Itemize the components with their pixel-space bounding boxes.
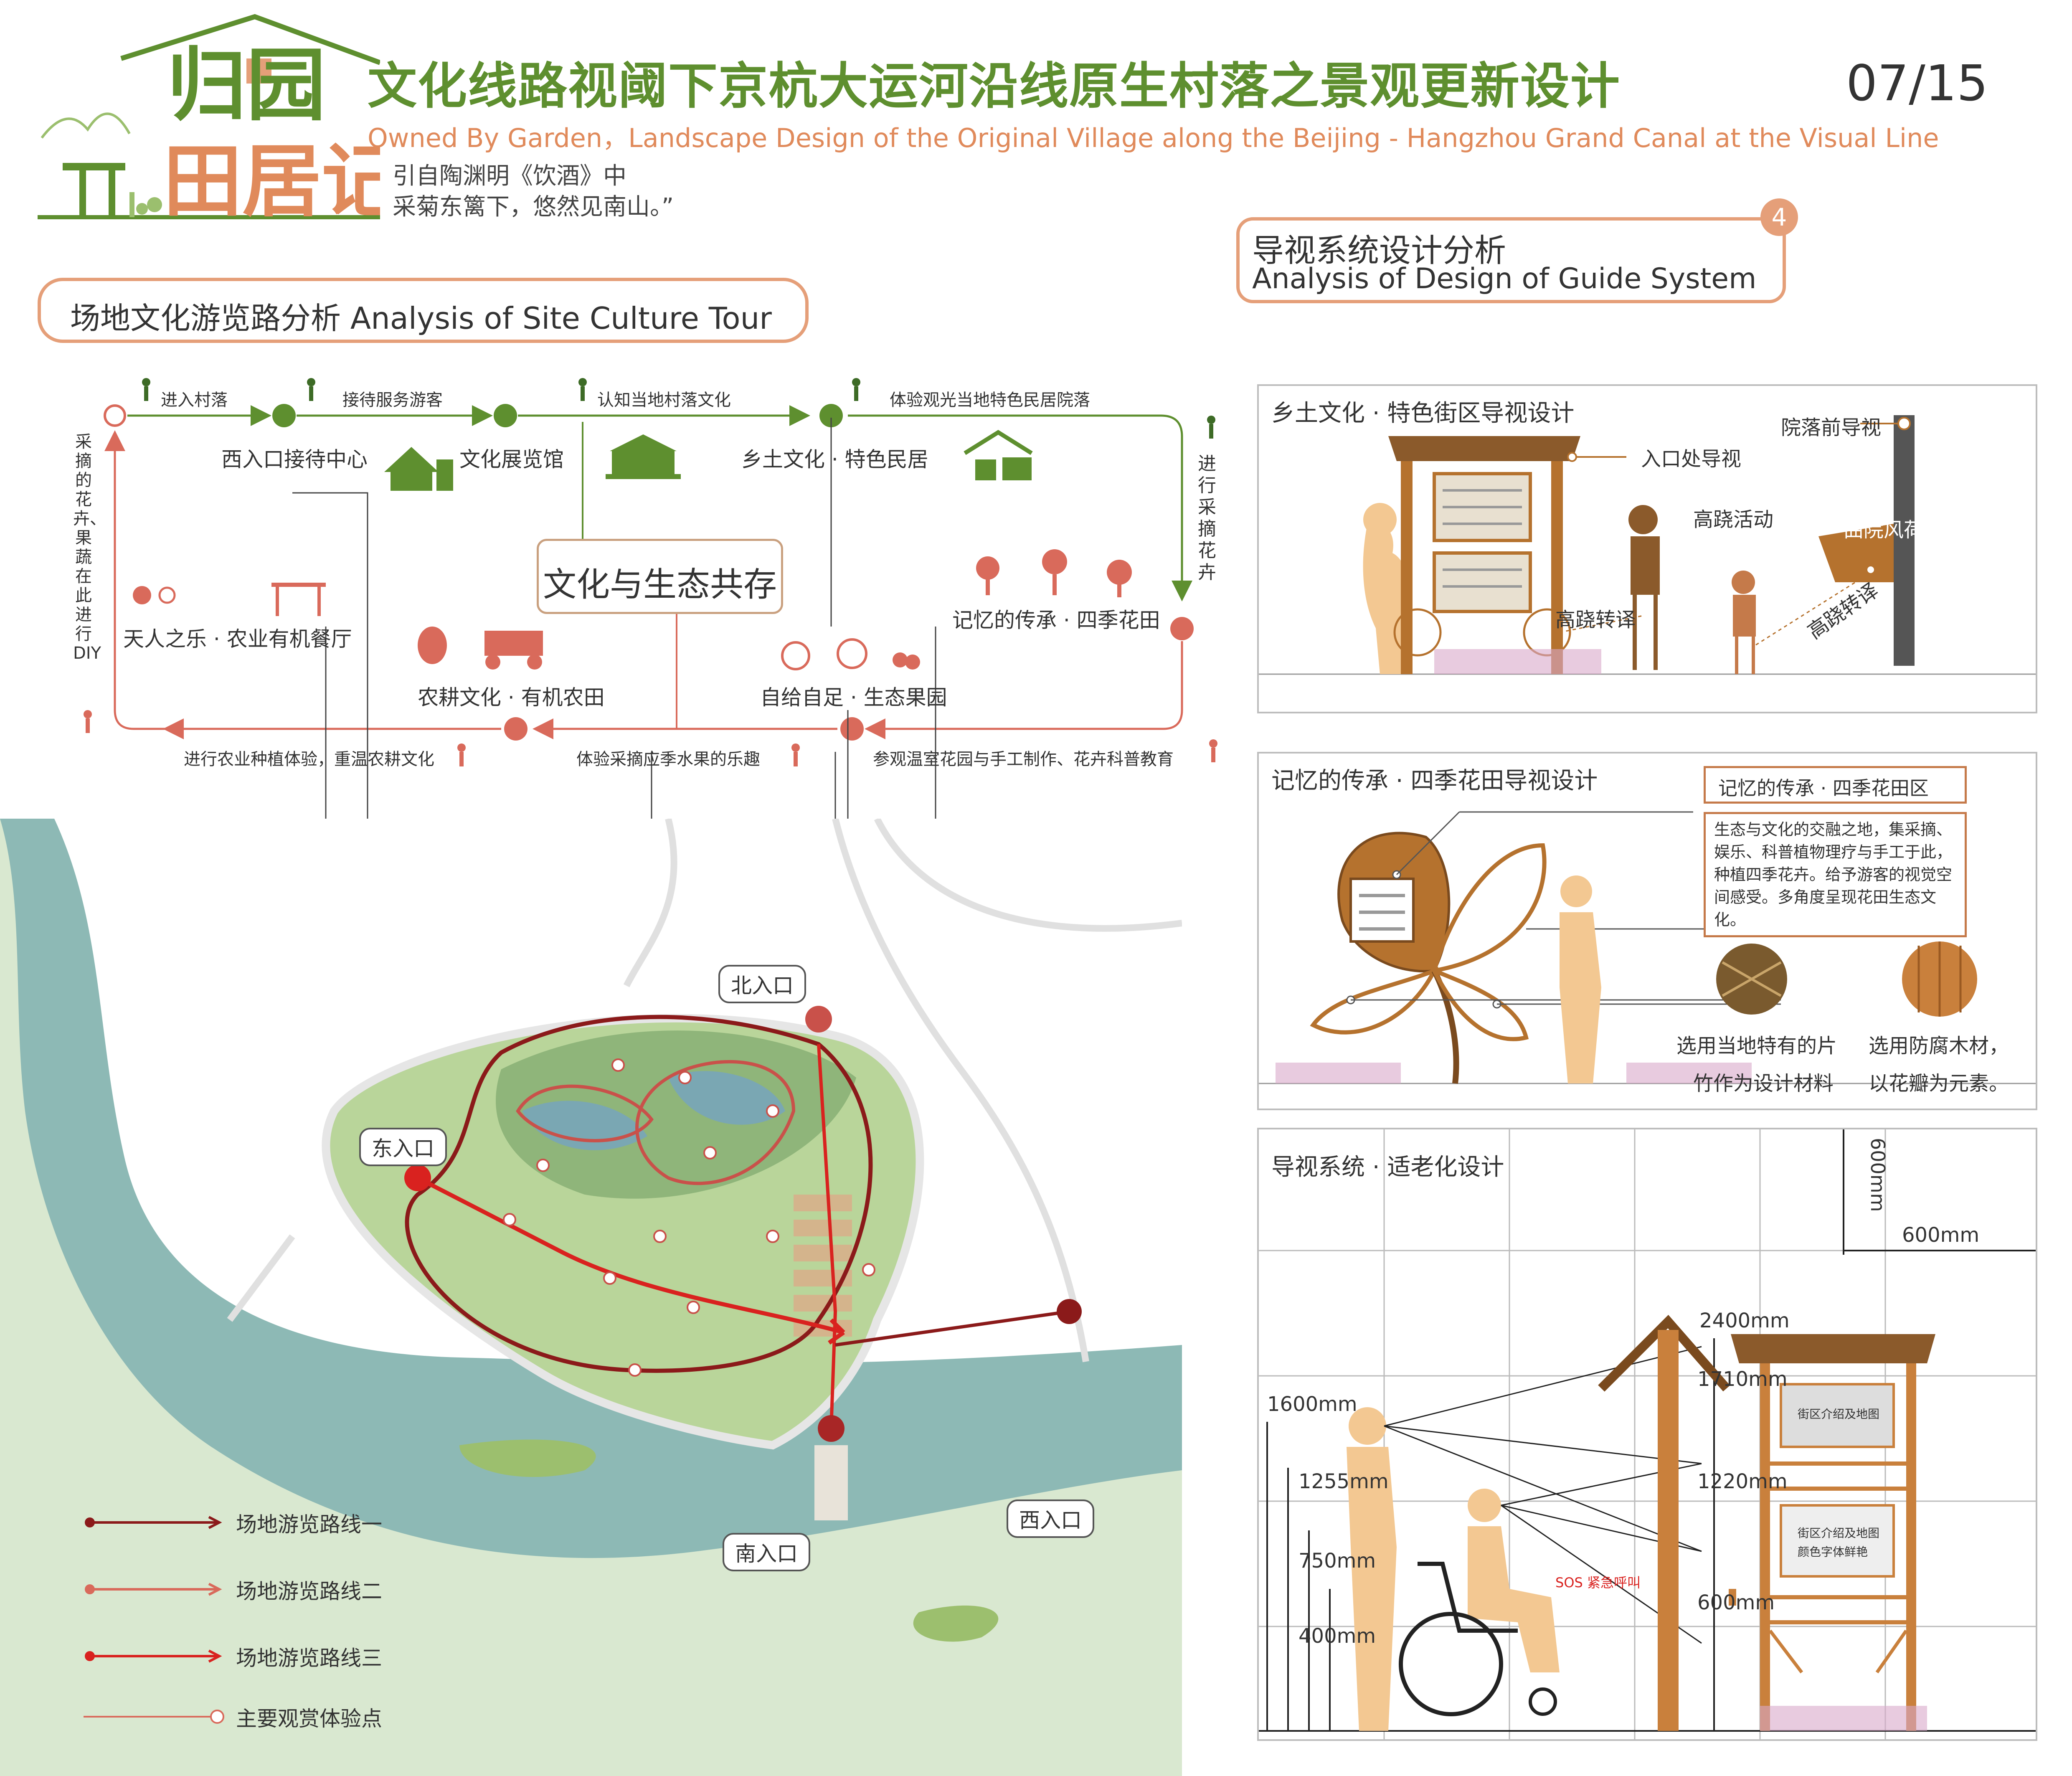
quote: 引自陶渊明《饮酒》中 采菊东篱下，悠然见南山。” [393, 161, 674, 223]
dim-400: 400mm [1298, 1624, 1376, 1648]
dim-600: 600mm [1697, 1591, 1775, 1614]
legend-route1: 场地游览路线一 [236, 1512, 382, 1537]
logo: 归园 田居记 [38, 14, 380, 226]
panel1-illustration [1259, 415, 2036, 675]
panel1-title: 乡土文化 · 特色街区导视设计 [1271, 400, 1575, 427]
map-east-entrance [404, 1165, 431, 1191]
label-local-residence: 乡土文化 · 特色民居 [741, 447, 928, 472]
section-tour-title-box: 场地文化游览路分析 Analysis of Site Culture Tour [38, 278, 809, 343]
info-title: 记忆的传承 · 四季花田区 [1718, 777, 1929, 799]
material1-line1: 选用当地特有的片 [1676, 1034, 1837, 1058]
step-farming: 进行农业种植体验，重温农耕文化 [184, 750, 434, 769]
label-north-entrance: 北入口 [718, 965, 806, 1003]
label-quyuan: 曲院风荷 [1844, 518, 1924, 542]
panel-elderly-guide: 导视系统 · 适老化设计 [1257, 1128, 2037, 1741]
main-title: 文化线路视阈下京杭大运河沿线原生村落之景观更新设计 [368, 57, 1621, 115]
section-guide-title-en: Analysis of Design of Guide System [1252, 262, 1757, 295]
node-orchard [840, 717, 864, 741]
label-diy: 采摘的花卉、果蔬在此进行DIY [73, 432, 107, 663]
center-theme-box: 文化与生态共存 [537, 539, 783, 614]
panel-flower-guide: 记忆的传承 · 四季花田导视设计 记忆的传承 · 四季花田区 生态与文化的交融之… [1257, 752, 2037, 1110]
label-exhibition-hall: 文化展览馆 [459, 447, 564, 472]
dim-750: 750mm [1298, 1549, 1376, 1573]
node-residence [819, 404, 843, 427]
label-entrance-guide: 入口处导视 [1641, 447, 1742, 471]
legend-route3: 场地游览路线三 [236, 1646, 382, 1670]
legend-route2: 场地游览路线二 [236, 1579, 382, 1603]
label-restaurant: 天人之乐 · 农业有机餐厅 [123, 627, 352, 651]
label-flower-field: 记忆的传承 · 四季花田 [952, 608, 1160, 632]
section-tour-title: 场地文化游览路分析 Analysis of Site Culture Tour [70, 301, 772, 336]
legend-viewpoint: 主要观赏体验点 [236, 1707, 382, 1731]
label-courtyard-guide: 院落前导视 [1781, 416, 1882, 439]
sos-label: SOS 紧急呼叫 [1555, 1575, 1641, 1591]
sign-text-1: 街区介绍及地图 [1798, 1407, 1880, 1421]
panel-street-guide: 乡土文化 · 特色街区导视设计 入口处导视 院落前导视 高跷活动 [1257, 384, 2037, 713]
label-farmland: 农耕文化 · 有机农田 [418, 685, 605, 710]
map-south-entrance [818, 1415, 845, 1442]
node-farmland [504, 717, 528, 741]
label-stilt-activity: 高跷活动 [1693, 508, 1774, 531]
dim-2400: 2400mm [1699, 1309, 1790, 1332]
sign-text-3: 颜色字体鲜艳 [1798, 1545, 1868, 1559]
start-node [104, 404, 126, 427]
node-exhibition [494, 404, 517, 427]
grid-width: 600mm [1902, 1223, 1980, 1247]
label-east-entrance: 东入口 [359, 1128, 447, 1166]
material2-line1: 选用防腐木材， [1869, 1034, 2009, 1058]
map-west-entrance [1057, 1299, 1082, 1324]
page-number: 07/15 [1846, 54, 1988, 112]
info-box-title: 记忆的传承 · 四季花田区 [1704, 766, 1967, 804]
sub-title: Owned By Garden，Landscape Design of the … [368, 123, 1939, 153]
panel3-title: 导视系统 · 适老化设计 [1271, 1154, 1504, 1181]
step-residence: 体验观光当地特色民居院落 [890, 391, 1090, 410]
step-culture: 认知当地村落文化 [597, 391, 731, 410]
center-theme: 文化与生态共存 [543, 565, 777, 604]
node-reception [272, 404, 296, 427]
panel3-illustration [1259, 1129, 2036, 1739]
label-stilt-translate-1: 高跷转译 [1555, 608, 1636, 632]
section-guide-title-cn: 导视系统设计分析 [1252, 232, 1506, 269]
step-greenhouse: 参观温室花园与手工制作、花卉科普教育 [873, 750, 1174, 769]
dim-1600: 1600mm [1267, 1393, 1357, 1416]
step-enter-village: 进入村落 [161, 391, 228, 410]
step-reception: 接待服务游客 [342, 391, 443, 410]
label-orchard: 自给自足 · 生态果园 [760, 685, 947, 710]
section-guide-title-box: 导视系统设计分析 Analysis of Design of Guide Sys… [1236, 217, 1786, 303]
step-fruit-picking: 体验采摘应季水果的乐趣 [576, 750, 760, 769]
dim-1220: 1220mm [1697, 1470, 1788, 1493]
panel2-title: 记忆的传承 · 四季花田导视设计 [1271, 767, 1598, 794]
site-map [0, 819, 1182, 1776]
label-west-entrance: 西入口 [1007, 1499, 1094, 1538]
logo-line2: 田居记 [163, 135, 380, 226]
info-box-desc: 生态与文化的交融之地，集采摘、娱乐、科普植物理疗与手工于此，种植四季花卉。给予游… [1704, 812, 1967, 937]
node-flower-field [1170, 617, 1194, 640]
label-pick-flowers: 进行采摘花卉 [1198, 453, 1216, 583]
tour-flow-diagram [84, 378, 1217, 819]
logo-line1: 归园 [167, 39, 326, 132]
dim-1255: 1255mm [1298, 1470, 1389, 1493]
label-reception-center: 西入口接待中心 [221, 447, 368, 472]
map-north-entrance [805, 1006, 832, 1033]
quote-line1: 引自陶渊明《饮酒》中 [393, 162, 626, 190]
dim-1710: 1710mm [1697, 1368, 1788, 1391]
quote-line2: 采菊东篱下，悠然见南山。” [393, 193, 674, 221]
label-south-entrance: 南入口 [723, 1533, 810, 1571]
section-number-badge: 4 [1760, 198, 1798, 236]
material1-line2: 竹作为设计材料 [1693, 1072, 1834, 1095]
grid-height: 600mm [1867, 1138, 1889, 1212]
sign-text-2: 街区介绍及地图 [1798, 1526, 1880, 1540]
info-description: 生态与文化的交融之地，集采摘、娱乐、科普植物理疗与手工于此，种植四季花卉。给予游… [1714, 820, 1953, 929]
material2-line2: 以花瓣为元素。 [1869, 1072, 2009, 1095]
panel2-illustration [1259, 811, 2036, 1084]
